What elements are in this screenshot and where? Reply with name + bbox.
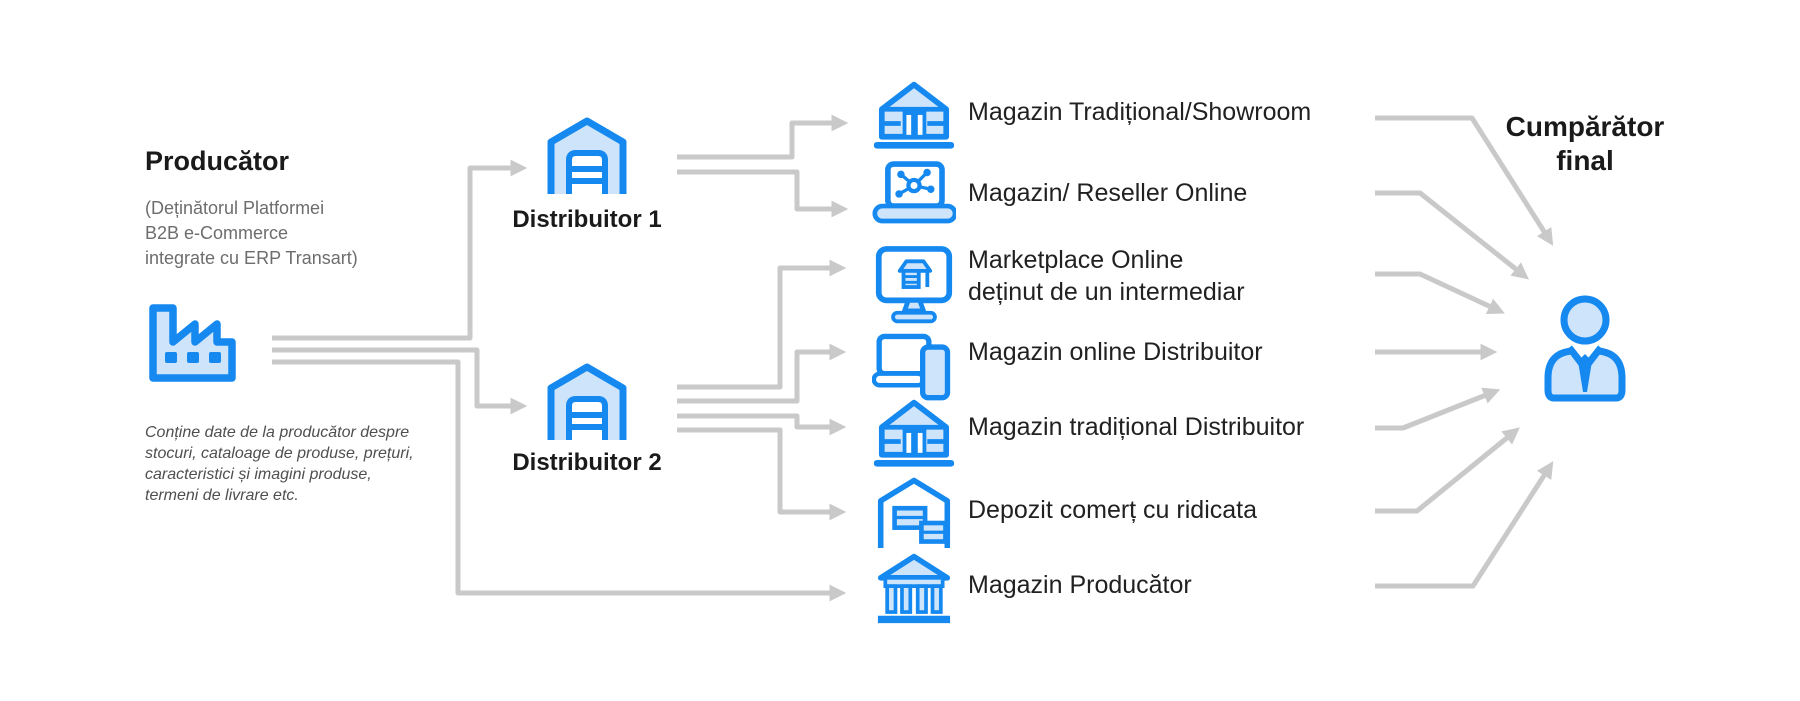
channel-label-magazin-producator: Magazin Producător: [968, 571, 1192, 599]
producer-caption-line2: stocuri, cataloage de produse, prețuri,: [145, 445, 414, 462]
line-d2-to-depozit: [677, 427, 847, 521]
storefront-icon: [873, 78, 955, 155]
line-producer-to-magazin-producator: [272, 359, 847, 602]
channel-label-depozit: Depozit comerț cu ridicata: [968, 496, 1258, 524]
line-d2-to-magazin-online: [677, 343, 847, 404]
line-reseller-to-buyer: [1375, 190, 1529, 280]
distributor-2-label: Distribuitor 2: [512, 449, 662, 476]
line-d2-to-magazin-traditional: [677, 413, 847, 436]
channel-label-reseller-online: Magazin/ Reseller Online: [968, 179, 1248, 207]
producer-subtitle-line3: integrate cu ERP Transart): [145, 248, 358, 268]
buyer-title-line2: final: [1556, 145, 1614, 176]
buyer-title: Cumpărător final: [1465, 110, 1705, 178]
warehouse-boxes-icon: [874, 474, 954, 553]
line-depozit-to-buyer: [1375, 427, 1520, 514]
buyer-title-line1: Cumpărător: [1505, 111, 1665, 142]
warehouse-icon: [544, 360, 630, 445]
line-producer-to-distributor1: [272, 159, 528, 341]
monitor-shop-icon: [874, 244, 954, 337]
producer-caption-line4: termeni de livrare etc.: [145, 487, 299, 504]
producer-title: Producător: [145, 146, 290, 176]
producer-caption-line1: Conține date de la producător despre: [145, 424, 410, 441]
line-d2-to-marketplace: [677, 259, 847, 390]
channel-label-magazin-traditional: Magazin tradițional Distribuitor: [968, 413, 1305, 441]
person-icon: [1540, 294, 1630, 407]
channel-label-showroom: Magazin Tradițional/Showroom: [968, 98, 1312, 126]
line-magazin-traditional-to-buyer: [1375, 387, 1501, 431]
laptop-network-icon: [872, 160, 958, 231]
channel-label-marketplace-line2: deținut de un intermediar: [968, 278, 1245, 306]
producer-subtitle: (Deținătorul Platformei B2B e-Commerce i…: [145, 196, 358, 271]
columned-store-icon: [874, 551, 954, 630]
storefront-icon: [873, 396, 955, 473]
warehouse-icon: [544, 114, 630, 199]
line-marketplace-to-buyer: [1375, 271, 1505, 314]
producer-subtitle-line1: (Deținătorul Platformei: [145, 198, 325, 218]
producer-caption: Conține date de la producător despre sto…: [145, 422, 414, 506]
line-magazin-producator-to-buyer: [1375, 461, 1554, 589]
distributor-1-label: Distribuitor 1: [512, 206, 662, 233]
channel-label-marketplace-line1: Marketplace Online: [968, 246, 1184, 274]
line-d1-to-showroom: [677, 114, 849, 160]
factory-icon: [143, 296, 242, 387]
laptop-phone-icon: [871, 332, 952, 408]
channel-label-magazin-online: Magazin online Distribuitor: [968, 338, 1263, 366]
line-producer-to-distributor2: [272, 347, 528, 415]
line-showroom-to-buyer: [1375, 115, 1554, 246]
producer-caption-line3: caracteristici și imagini produse,: [145, 466, 372, 483]
line-d1-to-reseller-online: [677, 169, 849, 218]
producer-subtitle-line2: B2B e-Commerce: [145, 223, 289, 243]
